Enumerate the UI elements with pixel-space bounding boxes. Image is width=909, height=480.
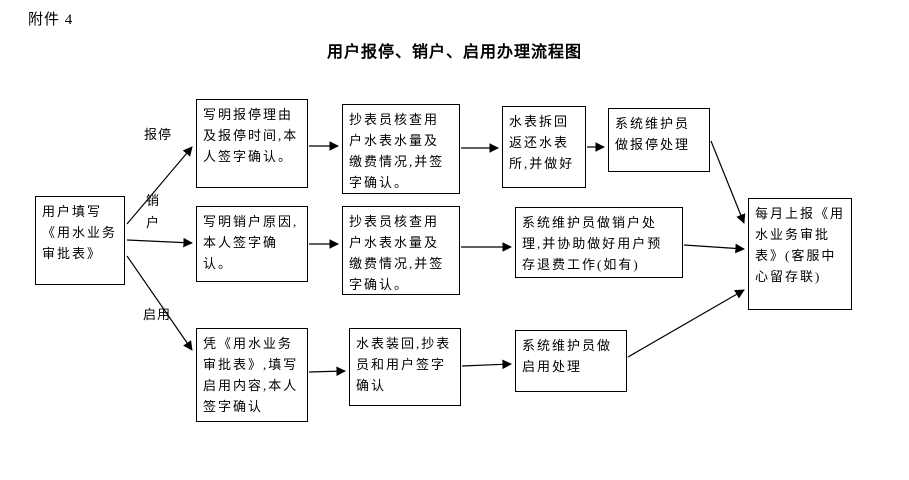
activate-step-1: 凭《用水业务审批表》,填写启用内容,本人签字确认	[196, 328, 308, 422]
end-node: 每月上报《用水业务审批表》(客服中心留存联)	[748, 198, 852, 310]
cancel-step-2: 抄表员核查用户水表水量及缴费情况,并签字确认。	[342, 206, 460, 295]
activate-step-3: 系统维护员做启用处理	[515, 330, 627, 392]
start-node: 用户填写《用水业务审批表》	[35, 196, 125, 285]
suspend-step-4: 系统维护员做报停处理	[608, 108, 710, 172]
cancel-step-1: 写明销户原因,本人签字确认。	[196, 206, 308, 282]
page-title: 用户报停、销户、启用办理流程图	[326, 44, 582, 61]
activate-step-2: 水表装回,抄表员和用户签字确认	[349, 328, 461, 406]
suspend-step-2: 抄表员核查用户水表水量及缴费情况,并签字确认。	[342, 104, 460, 194]
branch-label-suspend: 报停	[144, 127, 173, 142]
suspend-step-3: 水表拆回返还水表所,并做好	[502, 106, 586, 188]
branch-label-activate: 启用	[143, 307, 172, 322]
attachment-label: 附件 4	[28, 12, 74, 28]
branch-label-cancel: 销户	[146, 193, 161, 230]
suspend-step-1: 写明报停理由及报停时间,本人签字确认。	[196, 99, 308, 188]
cancel-step-3: 系统维护员做销户处理,并协助做好用户预存退费工作(如有)	[515, 207, 683, 278]
